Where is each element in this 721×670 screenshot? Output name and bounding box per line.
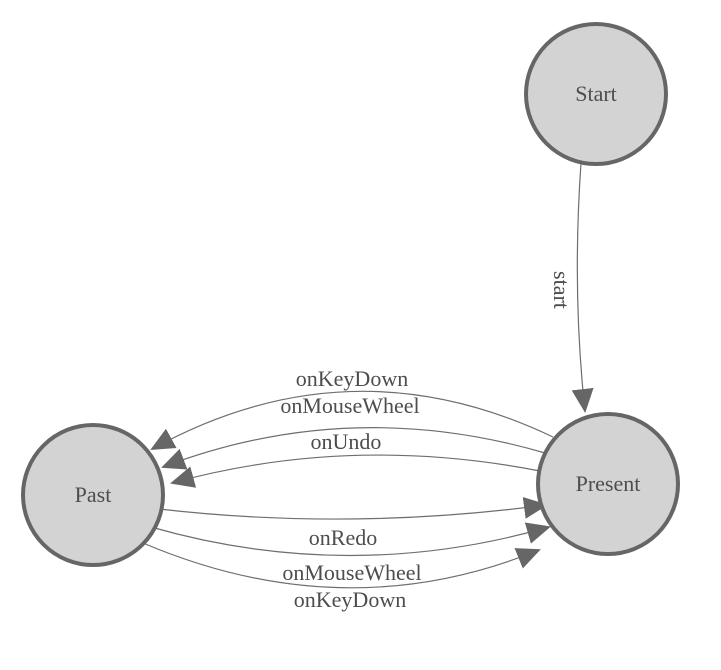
edge-label-onkeydown-top: onKeyDown: [296, 366, 408, 391]
edge-present-to-past-onmousewheel: [161, 427, 546, 470]
edge-label-onkeydown-bottom: onKeyDown: [294, 587, 406, 612]
edge-group: [142, 162, 594, 589]
edge-label-start: start: [549, 271, 574, 309]
edge-label-onundo: onUndo: [311, 429, 382, 454]
node-past[interactable]: Past: [21, 423, 165, 567]
node-start-label: Start: [575, 81, 617, 106]
edge-label-onredo: onRedo: [309, 525, 377, 550]
edge-label-onmousewheel-bottom: onMouseWheel: [282, 560, 421, 585]
node-present-label: Present: [576, 471, 641, 496]
edge-start-to-present: [571, 162, 594, 413]
node-start-circle[interactable]: [524, 22, 668, 166]
edge-past-to-present-onmousewheel: [150, 522, 551, 557]
edge-label-onmousewheel-top: onMouseWheel: [280, 393, 419, 418]
node-past-label: Past: [75, 482, 112, 507]
edge-label-group: start onKeyDown onMouseWheel onUndo onRe…: [280, 271, 574, 612]
node-past-circle[interactable]: [21, 423, 165, 567]
node-present-circle[interactable]: [536, 412, 680, 556]
node-start[interactable]: Start: [524, 22, 668, 166]
edge-past-to-present-onkeydown: [142, 542, 541, 589]
node-present[interactable]: Present: [536, 412, 680, 556]
edge-present-to-past-onundo: [170, 454, 541, 488]
edge-present-to-past-onkeydown: [150, 390, 554, 450]
edge-past-to-present-onredo: [158, 496, 548, 520]
